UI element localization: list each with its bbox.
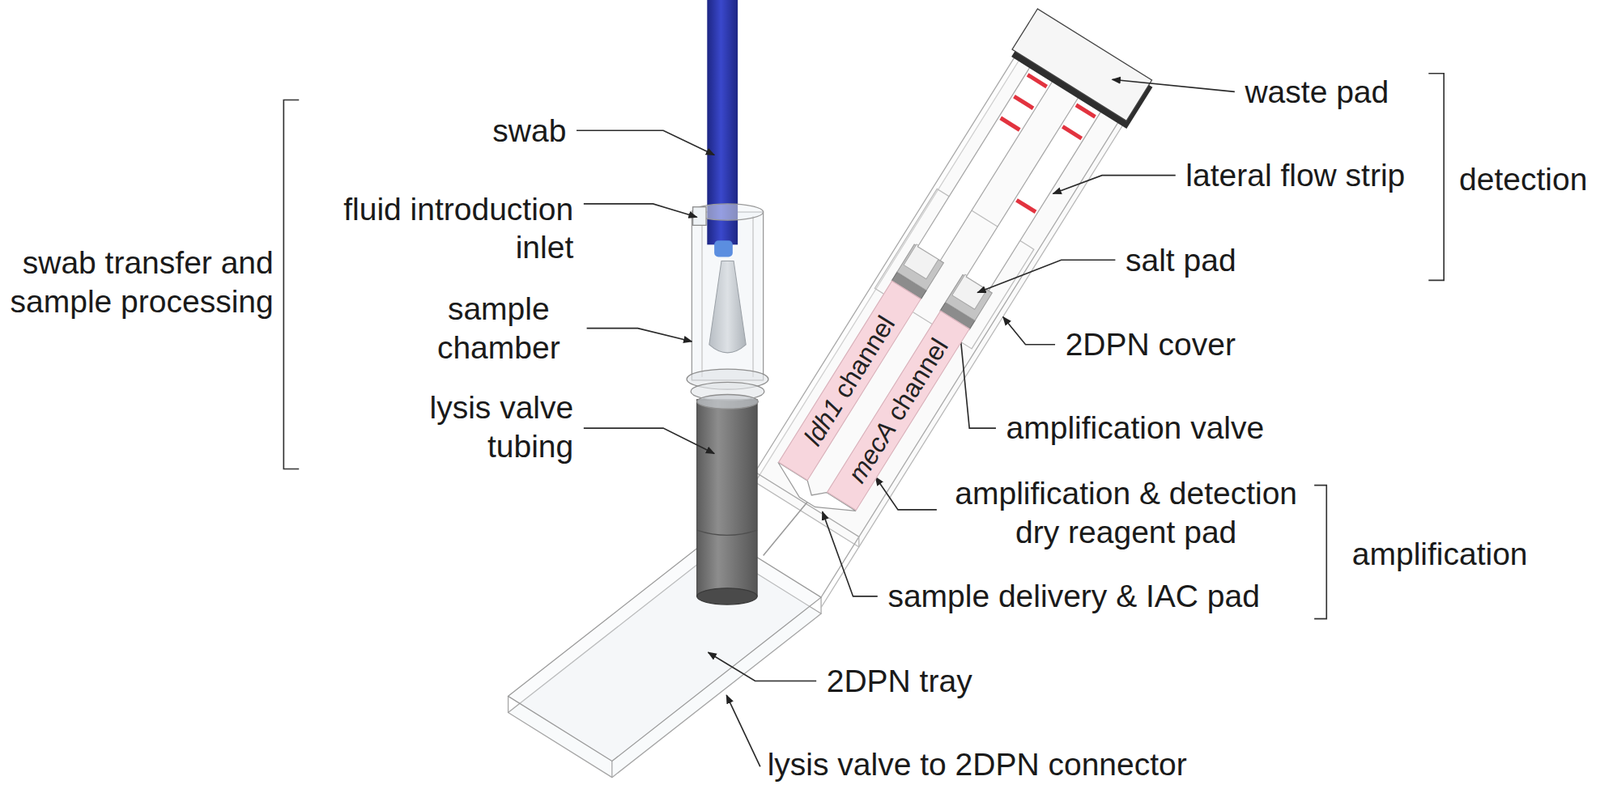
leader-line (726, 695, 761, 767)
swab-head (709, 260, 746, 353)
valve-ring (697, 395, 759, 410)
callout-label: salt pad (1125, 241, 1237, 281)
lysis-valve-tubing (697, 400, 758, 597)
bracket (1428, 73, 1444, 281)
callout-label: swab (492, 111, 566, 151)
leader-line (587, 328, 693, 342)
leader-line (583, 204, 698, 218)
callout-label: fluid introduction inlet (330, 190, 574, 268)
callout-label: amplification (1352, 535, 1528, 575)
callout-label: swab transfer and sample processing (4, 243, 274, 321)
base-edge (858, 536, 860, 548)
callout-label: 2DPN cover (1065, 325, 1236, 365)
swab-tip (714, 240, 733, 257)
leader-line (959, 324, 996, 429)
tray-top (508, 532, 822, 762)
callout-label: lateral flow strip (1185, 156, 1405, 196)
chamber-wall (752, 216, 754, 378)
tubing-seam (697, 530, 758, 536)
leader-line (1053, 175, 1176, 195)
bracket (1314, 485, 1327, 620)
leader-line (583, 428, 715, 454)
leader-line (576, 130, 715, 155)
test-line (1061, 124, 1083, 141)
test-line (999, 116, 1021, 132)
leader-line (708, 652, 818, 681)
callout-label: amplification & detection dry reagent pa… (944, 474, 1309, 552)
waste-pad (1012, 8, 1153, 121)
test-line (1012, 94, 1035, 111)
leader-line (822, 511, 878, 597)
tray-drawing (508, 532, 822, 779)
tube-drawing (686, 0, 769, 605)
callout-label: lysis valve tubing (395, 388, 574, 466)
bracket (283, 99, 299, 469)
lateral-flow-strip (917, 49, 1064, 261)
callout-label: waste pad (1244, 72, 1389, 112)
connector-channel (763, 502, 808, 556)
callout-label: amplification valve (1006, 408, 1265, 448)
brackets (283, 73, 1444, 620)
tray-edge (507, 696, 509, 713)
tray-edge (820, 597, 822, 614)
callout-label: detection (1459, 160, 1588, 200)
test-line (1015, 198, 1037, 214)
callout-label: 2DPN tray (826, 662, 973, 702)
chamber-wall (701, 216, 703, 378)
callout-label: sample chamber (417, 289, 580, 367)
base-edge (821, 547, 860, 609)
leader-line (1112, 79, 1235, 92)
tubing-end (697, 588, 758, 605)
callout-label: sample delivery & IAC pad (887, 577, 1260, 617)
leader-line (875, 477, 937, 511)
callout-label: lysis valve to 2DPN connector (767, 745, 1188, 785)
tray-edge (611, 761, 613, 778)
leader-line (977, 259, 1115, 293)
leader-line (1003, 317, 1056, 345)
lateral-flow-strip (965, 80, 1112, 292)
base-edge (821, 536, 860, 598)
